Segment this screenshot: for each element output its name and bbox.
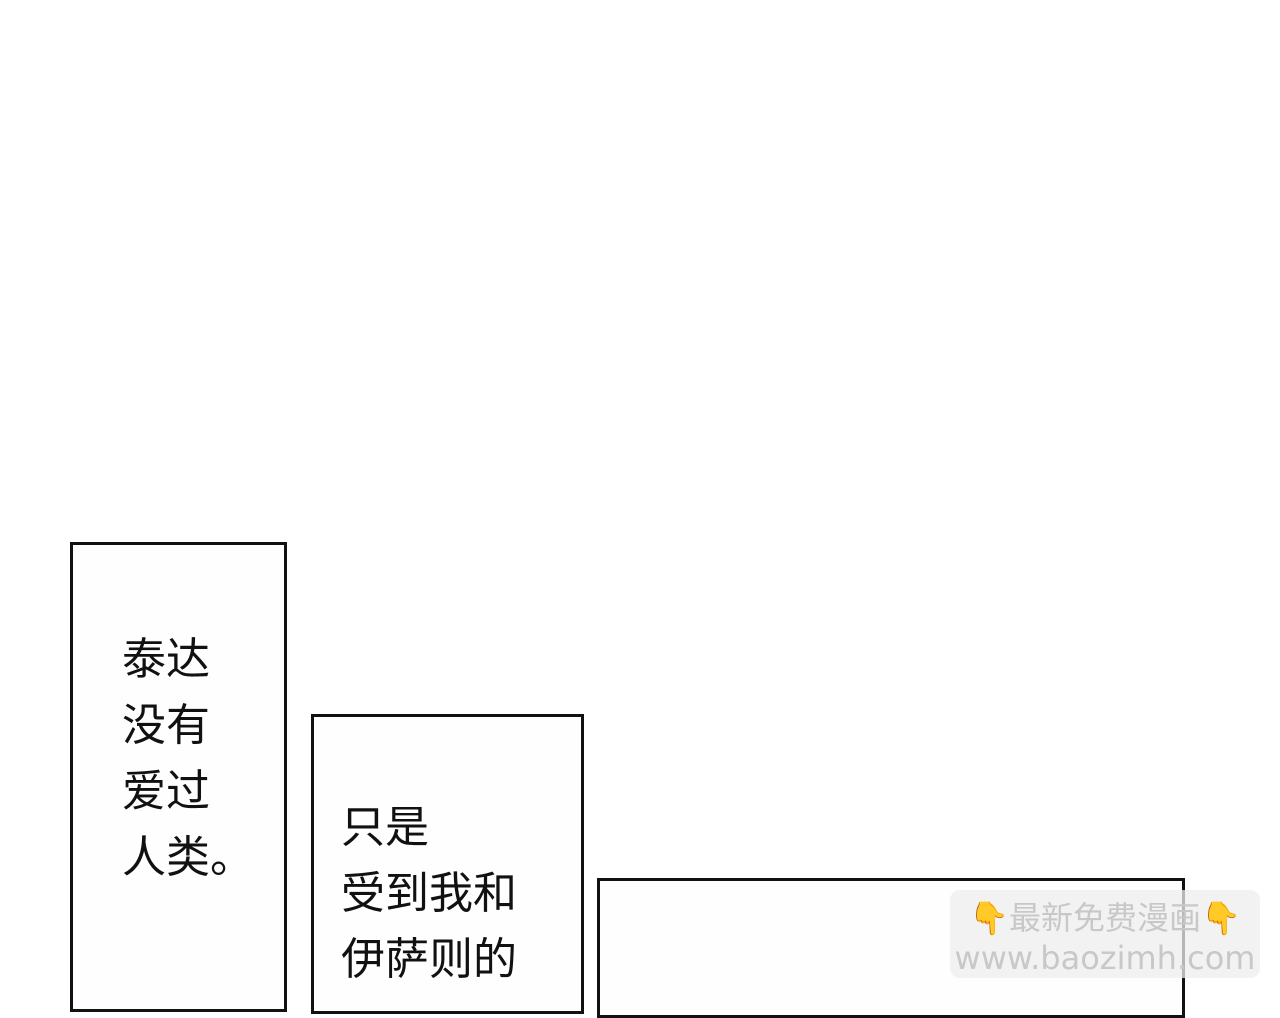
watermark-text: 最新免费漫画 <box>1008 899 1201 937</box>
pointing-down-hand-icon: 👇 <box>969 899 1009 937</box>
panel-text-1: 泰达没有爱过人类。 <box>122 627 254 891</box>
text-line: 人类。 <box>122 832 254 883</box>
speech-box-2: 只是受到我和伊萨则的 <box>311 714 584 1014</box>
pointing-down-hand-icon: 👇 <box>1201 899 1241 937</box>
panel-text-2: 只是受到我和伊萨则的 <box>341 795 517 993</box>
watermark-url: www.baozimh.com <box>954 939 1256 977</box>
text-line: 没有 <box>122 700 210 751</box>
text-line: 只是 <box>341 802 429 853</box>
speech-box-1: 泰达没有爱过人类。 <box>70 542 287 1012</box>
text-line: 泰达 <box>122 634 210 685</box>
text-line: 伊萨则的 <box>341 934 517 985</box>
text-line: 受到我和 <box>341 868 517 919</box>
watermark: 👇最新免费漫画👇 www.baozimh.com <box>950 890 1260 978</box>
text-line: 爱过 <box>122 766 210 817</box>
